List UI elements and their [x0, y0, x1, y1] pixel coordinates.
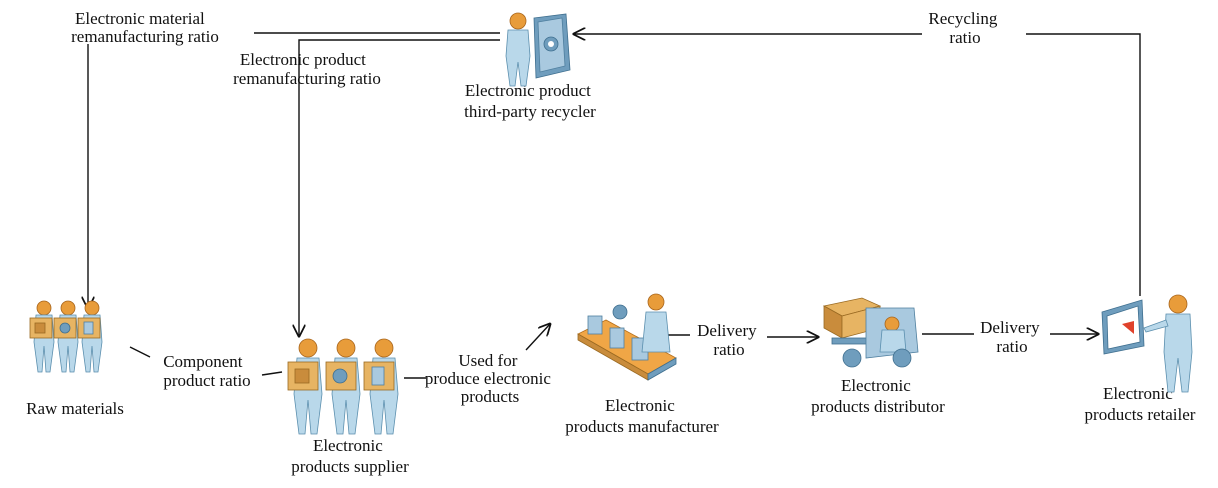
workers-carrying-boxes-icon: [287, 338, 399, 435]
forklift-icon: [822, 297, 919, 368]
presenter-with-screen-icon: [1101, 294, 1193, 393]
label-delivery-ratio-1: Delivery ratio: [697, 321, 761, 359]
node-label-manufacturer: Electronic products manufacturer: [565, 396, 719, 436]
label-recycling-ratio: Recycling ratio: [928, 9, 1001, 47]
arrow-supplier-to-manufacturer: [525, 324, 550, 351]
node-label-distributor: Electronic products distributor: [811, 376, 945, 416]
label-component-product-ratio: Component product ratio: [163, 352, 250, 390]
label-material-remanufacturing-ratio: Electronic material remanufacturing rati…: [71, 9, 219, 46]
arrow-recycler-to-supplier: [299, 39, 500, 336]
worker-at-safe-icon: [505, 12, 571, 87]
arrow-raw-to-supplier-tail: [261, 371, 283, 376]
node-label-raw-materials: Raw materials: [26, 399, 124, 418]
connectors: [88, 32, 1141, 379]
node-label-retailer: Electronic products retailer: [1085, 384, 1196, 424]
assembly-line-worker-icon: [577, 293, 677, 381]
label-product-remanufacturing-ratio: Electronic product remanufacturing ratio: [233, 50, 381, 88]
workers-carrying-boxes-icon: [29, 300, 103, 373]
node-label-recycler: Electronic product third-party recycler: [464, 81, 596, 121]
arrow-retailer-to-recycler: [574, 34, 1141, 296]
arrow-raw-to-supplier: [129, 346, 151, 358]
node-label-supplier: Electronic products supplier: [291, 436, 409, 476]
arrow-recycler-to-raw-materials: [88, 32, 500, 308]
label-used-for-produce: Used for produce electronic products: [425, 351, 555, 406]
label-delivery-ratio-2: Delivery ratio: [980, 318, 1044, 356]
